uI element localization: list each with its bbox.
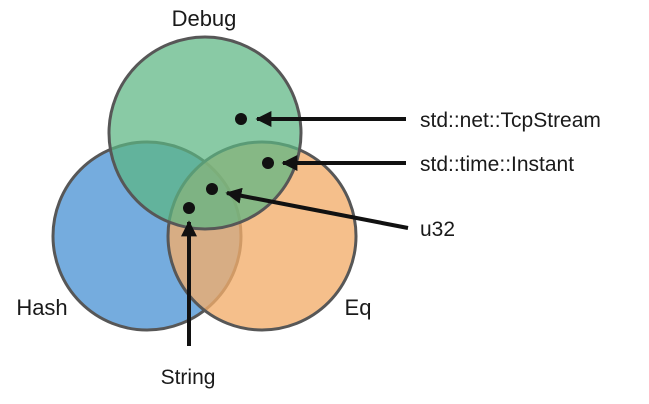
instant-label: std::time::Instant (420, 153, 574, 176)
eq-set-label: Eq (345, 295, 372, 320)
tcpstream-dot (235, 113, 247, 125)
tcpstream-label: std::net::TcpStream (420, 109, 601, 132)
debug-set-label: Debug (172, 6, 237, 31)
hash-set-label: Hash (16, 295, 67, 320)
debug-set-circle (107, 35, 303, 231)
u32-label: u32 (420, 218, 455, 241)
string-dot (183, 202, 195, 214)
instant-dot (262, 157, 274, 169)
u32-dot (206, 183, 218, 195)
string-label: String (161, 366, 216, 389)
u32-arrow (225, 187, 409, 230)
